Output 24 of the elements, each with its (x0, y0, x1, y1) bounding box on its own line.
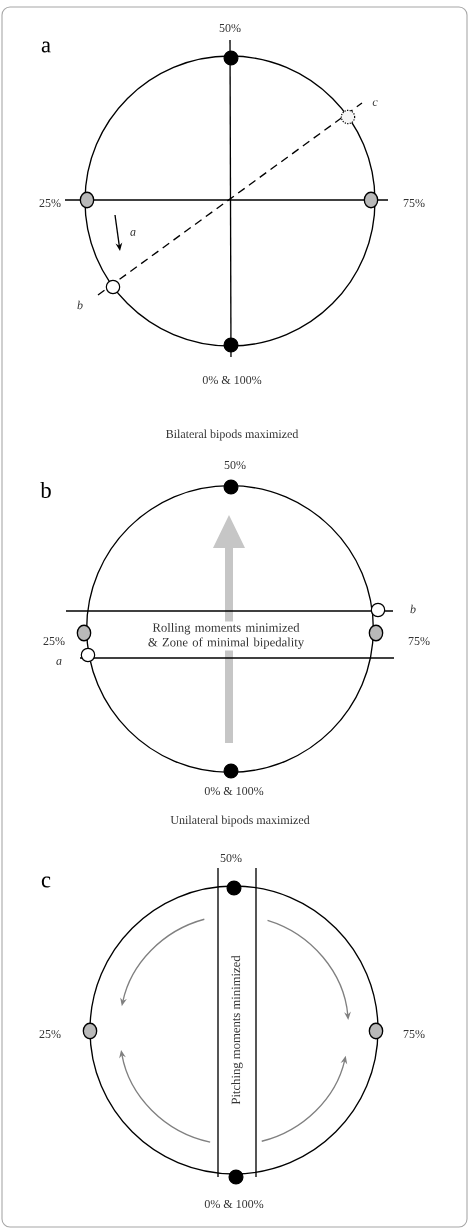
percent-label: 0% & 100% (202, 375, 262, 385)
percent-label: 25% (39, 1029, 61, 1039)
point-letter: a (56, 659, 62, 665)
panel-letter: a (41, 41, 51, 53)
percent-label: 50% (224, 460, 246, 470)
caption-text: Unilateral bipods maximized (170, 815, 310, 827)
panel-letter: b (40, 482, 51, 498)
panel-letter: c (41, 876, 51, 888)
percent-label: 50% (220, 853, 242, 863)
percent-label: 50% (219, 23, 241, 33)
point-letter: c (372, 100, 378, 106)
percent-label: 75% (408, 636, 430, 646)
percent-label: 25% (43, 636, 65, 646)
point-letter: b (77, 300, 83, 310)
zone-label: Pitching moments minimized (229, 954, 245, 1106)
point-letter: b (410, 604, 416, 614)
percent-label: 0% & 100% (204, 1199, 264, 1209)
zone-label: Rolling moments minimized & Zone of minimal bipedality (144, 621, 308, 651)
percent-label: 0% & 100% (204, 786, 264, 796)
percent-label: 25% (39, 198, 61, 208)
percent-label: 75% (403, 198, 425, 208)
caption-text: Bilateral bipods maximized (166, 429, 299, 441)
point-letter: a (130, 230, 136, 236)
percent-label: 75% (403, 1029, 425, 1039)
